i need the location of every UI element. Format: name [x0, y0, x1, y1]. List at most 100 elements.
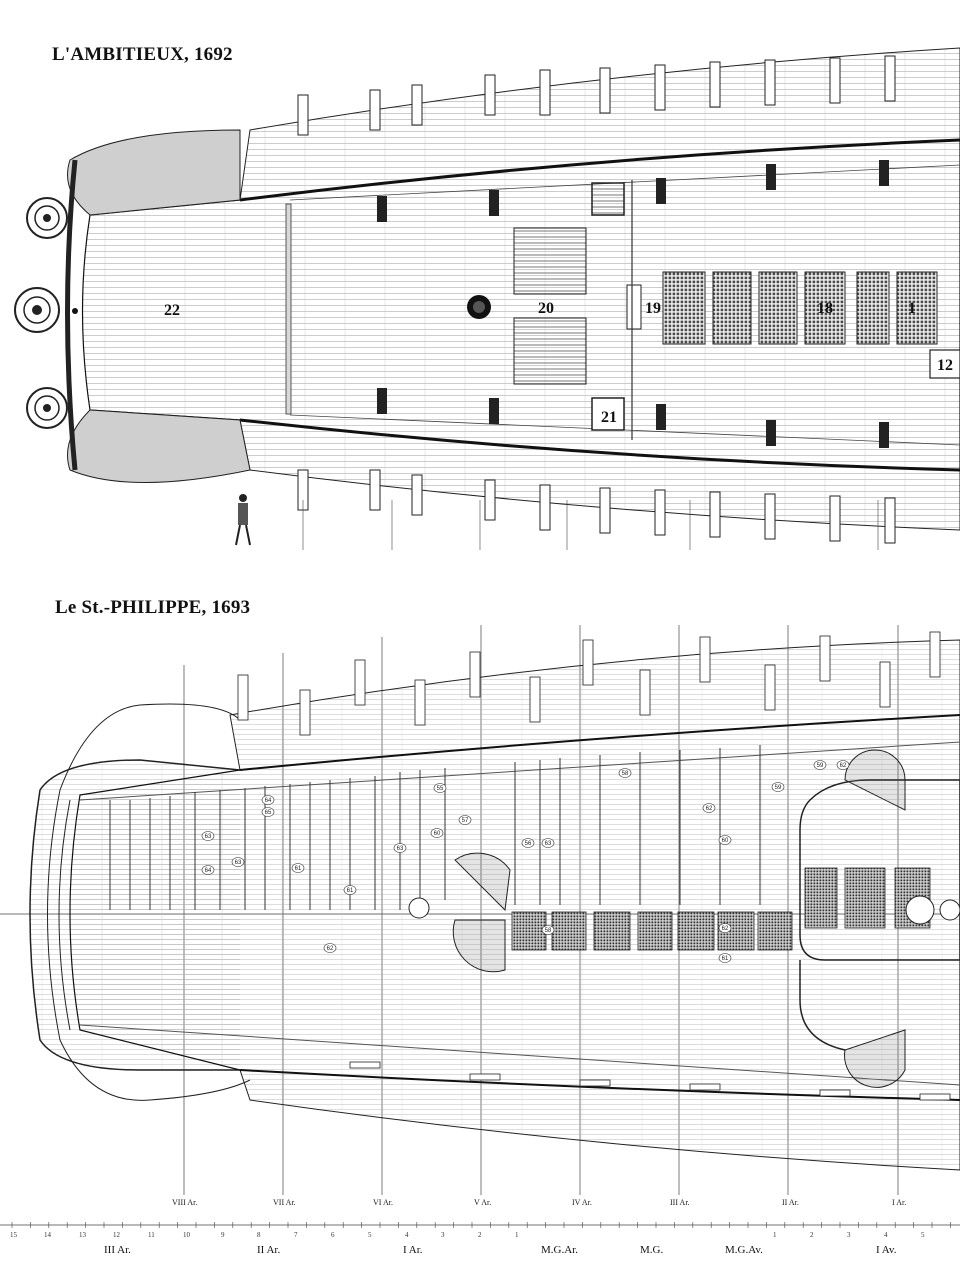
- scale-label-mg: M.G.: [640, 1244, 663, 1256]
- scale-num-14: 14: [44, 1231, 52, 1239]
- callout-number: 62: [840, 763, 847, 769]
- callout-number: 62: [327, 946, 334, 952]
- scale-num-5b: 5: [921, 1231, 925, 1239]
- callout-number: 58: [622, 771, 629, 777]
- scale-num-4: 4: [405, 1231, 409, 1239]
- callout-circle: [261, 807, 275, 817]
- scale-num-3: 3: [441, 1231, 445, 1239]
- callout-circle: [343, 885, 357, 895]
- callout-circle: [836, 760, 850, 770]
- callout-number: 63: [545, 841, 552, 847]
- callout-circle: [433, 783, 447, 793]
- callout-number: 60: [722, 838, 729, 844]
- callout-circle: [231, 857, 245, 867]
- callout-number: 61: [347, 888, 354, 894]
- callout-number: 59: [817, 763, 824, 769]
- callout-number: 62: [706, 806, 713, 812]
- stern-lantern-middle: [14, 287, 60, 333]
- callout-circle: [291, 863, 305, 873]
- scale-num-1a: 1: [515, 1231, 519, 1239]
- stern-lantern-top: [26, 197, 68, 239]
- station-iv-ar: IV Ar.: [572, 1198, 592, 1207]
- label-1: 1: [908, 300, 916, 317]
- staircase-aft: [452, 852, 511, 973]
- scale-bar: 15 14 13 12 11 10 9 8 7 6 5 4 3 2 1 1 2 …: [0, 1222, 960, 1256]
- ship1-title: L'AMBITIEUX, 1692: [52, 44, 233, 65]
- callout-number: 61: [295, 866, 302, 872]
- stern-lantern-bottom: [26, 387, 68, 429]
- label-12: 12: [937, 357, 953, 374]
- callout-number: 58: [545, 928, 552, 934]
- callout-number: 65: [265, 810, 272, 816]
- callout-circle: [718, 953, 732, 963]
- callout-number: 61: [722, 956, 729, 962]
- callout-circle: [718, 835, 732, 845]
- callout-number: 57: [462, 818, 469, 824]
- callout-bubbles: 64 65 63 64 63 61 62 61 60 63 57 63 62 56 55 58 59 60 62 61…: [201, 760, 850, 963]
- scale-num-9: 9: [221, 1231, 225, 1239]
- callout-circle: [521, 838, 535, 848]
- callout-circle: [201, 865, 215, 875]
- callout-number: 60: [434, 831, 441, 837]
- scale-label-iii-ar: III Ar.: [104, 1244, 131, 1256]
- scale-num-2b: 2: [810, 1231, 814, 1239]
- label-22: 22: [164, 302, 180, 319]
- label-20: 20: [538, 300, 554, 317]
- scale-label-mg-ar: M.G.Ar.: [541, 1244, 578, 1256]
- label-19: 19: [645, 300, 661, 317]
- callout-circle: [718, 923, 732, 933]
- callout-circle: [618, 768, 632, 778]
- callout-number: 63: [235, 860, 242, 866]
- station-vii-ar: VII Ar.: [273, 1198, 296, 1207]
- callout-circle: [541, 925, 555, 935]
- callout-number: 55: [437, 786, 444, 792]
- scale-label-mg-av: M.G.Av.: [725, 1244, 763, 1256]
- human-scale-figure: [235, 494, 251, 546]
- station-ii-ar: II Ar.: [782, 1198, 799, 1207]
- callout-number: 59: [775, 785, 782, 791]
- scale-num-7: 7: [294, 1231, 298, 1239]
- scale-num-2: 2: [478, 1231, 482, 1239]
- callout-number: 62: [722, 926, 729, 932]
- label-21: 21: [601, 409, 617, 426]
- callout-circle: [771, 782, 785, 792]
- scale-num-10: 10: [183, 1231, 191, 1239]
- scale-num-4b: 4: [884, 1231, 888, 1239]
- callout-circle: [813, 760, 827, 770]
- callout-circle: [201, 831, 215, 841]
- callout-circle: [458, 815, 472, 825]
- callout-circle: [430, 828, 444, 838]
- callout-number: 63: [205, 834, 212, 840]
- scale-label-ii-ar: II Ar.: [257, 1244, 280, 1256]
- scale-num-5: 5: [368, 1231, 372, 1239]
- scale-label-i-ar: I Ar.: [403, 1244, 423, 1256]
- station-v-ar: V Ar.: [474, 1198, 491, 1207]
- callout-number: 56: [525, 841, 532, 847]
- ship1-plan: 22 20 19 18 1 12 21: [14, 47, 960, 550]
- scale-num-6: 6: [331, 1231, 335, 1239]
- ship2-plan: VIII Ar. VII Ar. VI Ar. V Ar. IV Ar. III…: [0, 625, 960, 1207]
- scale-label-i-av: I Av.: [876, 1244, 897, 1256]
- scale-num-13: 13: [79, 1231, 87, 1239]
- ship2-title: Le St.-PHILIPPE, 1693: [55, 597, 251, 618]
- station-vi-ar: VI Ar.: [373, 1198, 393, 1207]
- staircase-lower: [844, 1029, 906, 1088]
- scale-num-8: 8: [257, 1231, 261, 1239]
- scale-num-12: 12: [113, 1231, 121, 1239]
- station-iii-ar: III Ar.: [670, 1198, 690, 1207]
- label-18: 18: [817, 300, 833, 317]
- scale-num-1b: 1: [773, 1231, 777, 1239]
- scale-num-15: 15: [10, 1231, 18, 1239]
- station-i-ar: I Ar.: [892, 1198, 906, 1207]
- station-viii-ar: VIII Ar.: [172, 1198, 197, 1207]
- callout-number: 63: [397, 846, 404, 852]
- callout-circle: [393, 843, 407, 853]
- callout-circle: [323, 943, 337, 953]
- callout-circle: [541, 838, 555, 848]
- callout-circle: [702, 803, 716, 813]
- callout-number: 64: [265, 798, 272, 804]
- callout-number: 64: [205, 868, 212, 874]
- callout-circle: [261, 795, 275, 805]
- scale-num-3b: 3: [847, 1231, 851, 1239]
